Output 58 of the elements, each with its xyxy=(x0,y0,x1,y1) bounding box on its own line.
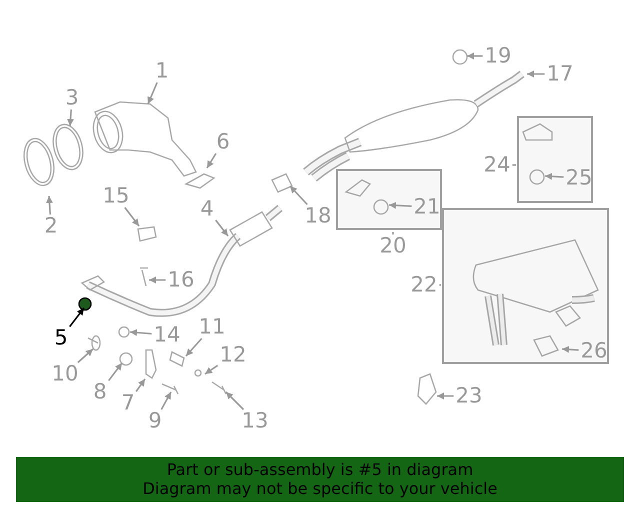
leader-arrow xyxy=(77,348,94,364)
leader-arrow xyxy=(437,392,454,400)
leader-arrow xyxy=(215,220,229,236)
callout-number: 26 xyxy=(580,340,608,362)
callout-number: 3 xyxy=(65,88,79,108)
callout-number: 1 xyxy=(155,60,169,82)
leader-arrow xyxy=(467,52,483,60)
leader-arrow xyxy=(149,276,166,284)
leader-arrow xyxy=(147,82,158,104)
leader-arrow xyxy=(388,202,412,209)
leader-arrow xyxy=(108,362,123,382)
leader-line xyxy=(392,232,394,234)
part-panel xyxy=(517,116,593,203)
leader-arrow xyxy=(185,338,202,357)
leader-arrow xyxy=(289,185,308,206)
leader-arrow xyxy=(204,364,218,375)
callout-number: 25 xyxy=(566,168,592,188)
leader-line xyxy=(439,284,441,286)
notice-text: Diagram may not be specific to your vehicle xyxy=(142,479,498,498)
callout-number: 23 xyxy=(456,386,482,406)
callout-number: 22 xyxy=(410,274,438,296)
callout-number: 9 xyxy=(148,410,162,432)
callout-number: 21 xyxy=(414,196,440,218)
callout-number: 7 xyxy=(121,392,135,414)
leader-arrow xyxy=(136,378,146,392)
callout-number: 4 xyxy=(200,198,214,220)
callout-number: 20 xyxy=(380,236,406,256)
callout-number: 19 xyxy=(484,46,512,66)
callout-number: 24 xyxy=(484,154,510,176)
part-panel xyxy=(442,208,609,364)
callout-number: 11 xyxy=(198,316,226,338)
leader-arrow xyxy=(206,153,217,168)
callout-number: 12 xyxy=(220,344,246,366)
notice-banner xyxy=(16,457,624,502)
leader-arrow xyxy=(69,308,85,328)
notice-text: Part or sub-assembly is #5 in diagram xyxy=(166,460,474,479)
callout-number: 5 xyxy=(54,328,68,348)
callout-number: 6 xyxy=(216,132,230,152)
leader-arrow xyxy=(562,346,579,353)
callout-number: 10 xyxy=(52,364,78,384)
leader-line xyxy=(512,164,516,166)
leader-arrow xyxy=(160,392,172,410)
leader-arrow xyxy=(527,70,545,78)
callout-number: 13 xyxy=(242,410,268,432)
leader-arrow xyxy=(124,207,140,226)
callout-number: 15 xyxy=(102,186,130,206)
callout-number: 17 xyxy=(546,64,574,84)
leader-arrow xyxy=(130,329,152,336)
callout-number: 14 xyxy=(154,324,180,346)
leader-arrow xyxy=(67,109,74,126)
leader-arrow xyxy=(544,172,564,180)
callout-number: 8 xyxy=(93,382,107,402)
leader-arrow xyxy=(46,196,53,215)
callout-number: 2 xyxy=(44,216,58,236)
callout-number: 16 xyxy=(168,270,194,290)
part-panel xyxy=(336,169,442,230)
callout-number: 18 xyxy=(304,206,332,226)
leader-arrow xyxy=(225,391,244,410)
